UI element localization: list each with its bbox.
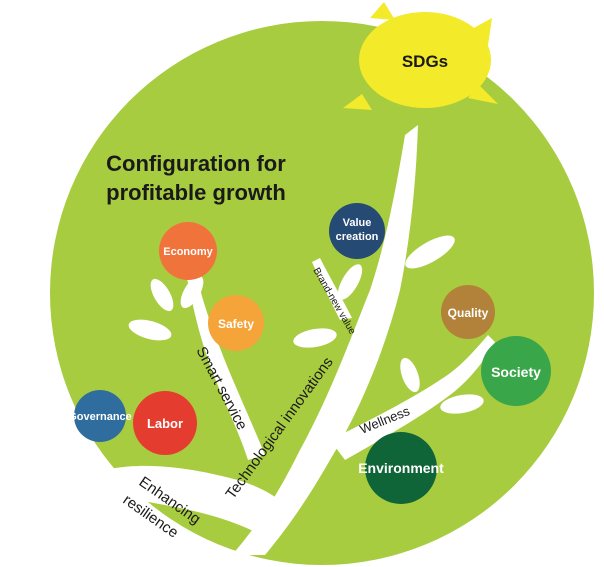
sun (359, 12, 491, 108)
node-value-creation (329, 203, 385, 259)
node-safety (208, 295, 264, 351)
node-governance-label: Governance (68, 411, 132, 423)
title-line1: Configuration for (106, 151, 286, 176)
leaves (128, 235, 484, 414)
node-economy (159, 222, 217, 280)
node-environment-label: Environment (358, 460, 444, 476)
node-governance (74, 390, 126, 442)
sun-label: SDGs (402, 52, 448, 71)
node-environment (365, 432, 437, 504)
title-line2: profitable growth (106, 180, 286, 205)
node-quality (441, 285, 495, 339)
node-value-creation-label1: Value (343, 217, 372, 229)
node-economy-label: Economy (163, 246, 213, 258)
tree (105, 125, 495, 555)
node-safety-label: Safety (218, 317, 254, 331)
node-quality-label: Quality (448, 306, 489, 320)
node-value-creation-label2: creation (336, 231, 379, 243)
node-labor-label: Labor (147, 416, 183, 431)
node-society-label: Society (491, 364, 541, 380)
node-labor (133, 391, 197, 455)
node-society (481, 336, 551, 406)
